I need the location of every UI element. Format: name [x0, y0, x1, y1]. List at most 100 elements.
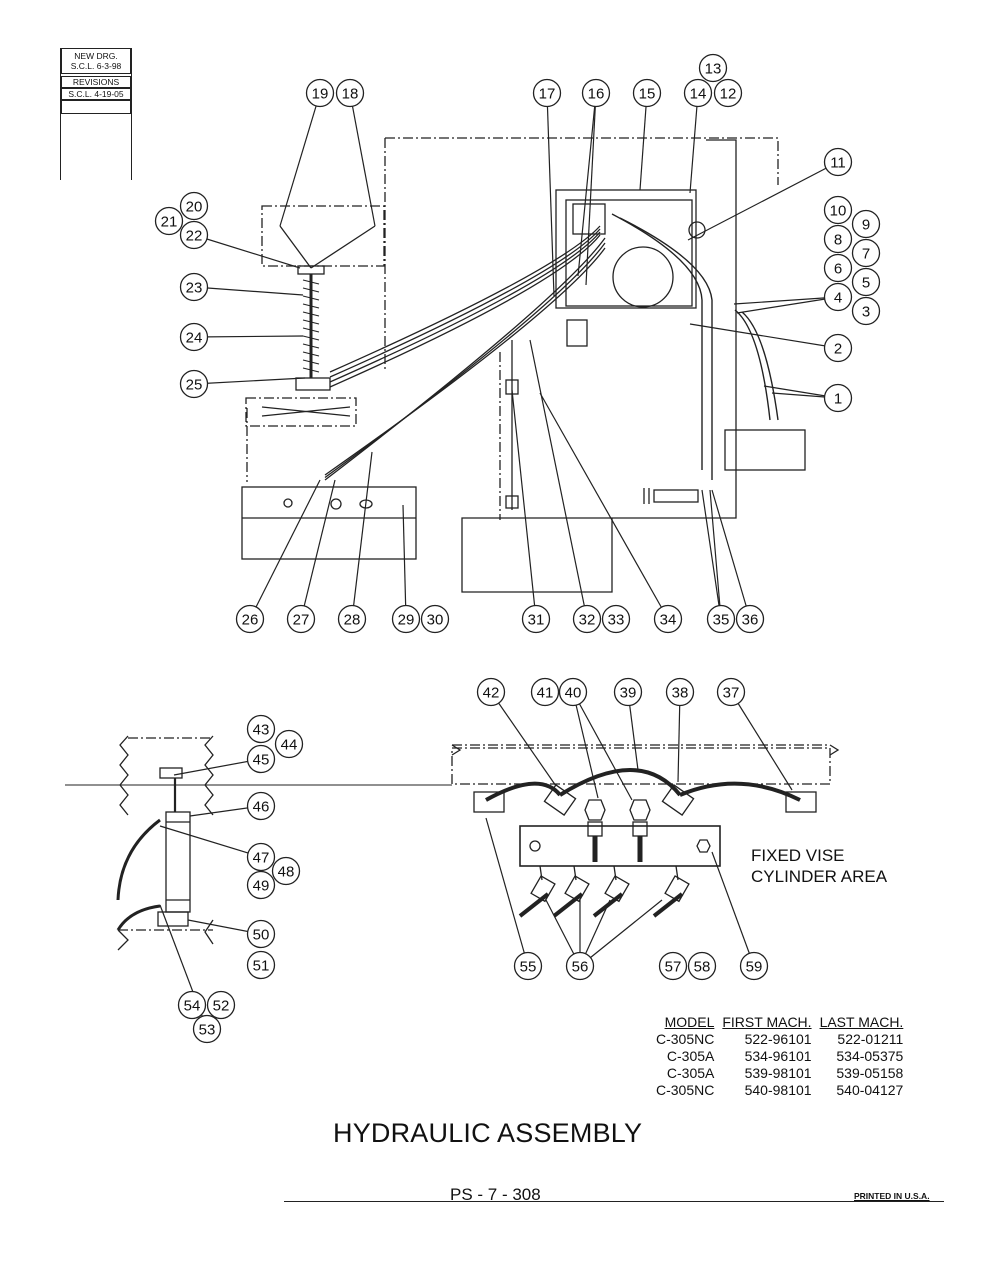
callout-label: 16 — [588, 86, 605, 103]
table-cell: 534-96101 — [744, 1048, 812, 1064]
leader-line — [529, 339, 588, 620]
table-row: C-305A 539-98101 539-05158 — [652, 1065, 907, 1082]
callout-bubble — [558, 677, 588, 707]
callout-label: 8 — [834, 232, 842, 249]
leader-line — [485, 817, 529, 967]
reservoir-cap — [688, 221, 706, 239]
gauge-valve — [653, 489, 699, 503]
leader-line — [490, 691, 557, 787]
hose-stub — [518, 892, 550, 918]
callout-label: 30 — [427, 612, 444, 629]
clevis-bracket — [159, 767, 183, 779]
leader-line — [572, 691, 599, 799]
elbow-fitting — [473, 791, 505, 813]
callout-bubble — [658, 951, 688, 981]
spring-coil — [302, 295, 320, 301]
swivel-fitting — [661, 784, 695, 816]
callout-bubble — [851, 296, 881, 326]
callout-bubble — [601, 604, 631, 634]
hose-stub — [552, 892, 584, 918]
callout-label: 15 — [639, 86, 656, 103]
callout-bubble — [565, 951, 595, 981]
bracket-link — [310, 225, 376, 269]
callout-label: 55 — [520, 959, 537, 976]
callout-bubble — [665, 677, 695, 707]
callout-bubble — [286, 604, 316, 634]
callout-label: 35 — [713, 612, 730, 629]
leader-line — [351, 451, 373, 620]
callout-bubble — [337, 604, 367, 634]
swivel-fitting — [664, 875, 690, 903]
supply-hose — [741, 311, 779, 421]
hydraulic-hose — [329, 225, 601, 373]
callout-bubble — [823, 224, 853, 254]
callout-label: 21 — [161, 214, 178, 231]
callout-label: 48 — [278, 864, 295, 881]
callout-label: 57 — [665, 959, 682, 976]
hydraulic-hose — [324, 237, 606, 481]
callout-bubble — [713, 78, 743, 108]
callout-label: 12 — [720, 86, 737, 103]
table-cell: 539-05158 — [836, 1065, 904, 1081]
leader-line — [579, 899, 663, 967]
callout-bubble — [179, 191, 209, 221]
callout-bubble — [851, 238, 881, 268]
callout-bubble — [335, 78, 365, 108]
table-row: C-305NC 522-96101 522-01211 — [652, 1031, 907, 1048]
leader-line — [701, 489, 722, 620]
drawing-title: HYDRAULIC ASSEMBLY — [333, 1118, 643, 1148]
callout-bubble — [521, 604, 551, 634]
callout-label: 20 — [186, 199, 203, 216]
spring-coil — [302, 359, 320, 365]
leader-line — [193, 335, 304, 338]
fitting-stem — [539, 865, 543, 881]
callout-bubble — [246, 744, 276, 774]
leader-line — [736, 296, 839, 314]
callout-label: 25 — [186, 377, 203, 394]
callout-label: 1 — [834, 391, 842, 408]
cylinder-foot — [157, 911, 189, 927]
callout-bubble — [177, 990, 207, 1020]
table-cell: C-305A — [666, 1048, 715, 1064]
callout-label: 46 — [253, 799, 270, 816]
callout-label: 9 — [862, 217, 870, 234]
break-line — [117, 919, 214, 951]
callout-label: 6 — [834, 261, 842, 278]
manifold-plug — [696, 839, 711, 853]
manifold-hose — [558, 768, 682, 797]
hydraulic-hose — [329, 234, 601, 388]
port-hole — [330, 498, 342, 510]
area-label-line1: FIXED VISE — [751, 846, 845, 865]
callout-label: 2 — [834, 341, 842, 358]
leader-line — [193, 234, 301, 269]
mount-link — [261, 406, 351, 417]
callout-bubble — [823, 195, 853, 225]
return-hose — [619, 217, 713, 480]
hydraulic-hose — [329, 231, 601, 383]
callout-bubble — [613, 677, 643, 707]
callout-label: 18 — [342, 86, 359, 103]
leader-line — [689, 92, 699, 194]
leader-line — [585, 92, 597, 286]
footer-rule — [284, 1201, 944, 1202]
callout-label: 22 — [186, 228, 203, 245]
callout-bubble — [246, 842, 276, 872]
callout-bubble — [206, 990, 236, 1020]
callout-label: 59 — [746, 959, 763, 976]
spring-coil — [302, 319, 320, 325]
callout-label: 50 — [253, 927, 270, 944]
machine-frame-outline — [461, 139, 737, 593]
callout-bubble — [246, 714, 276, 744]
callout-bubble — [823, 253, 853, 283]
spring-coil — [302, 303, 320, 309]
callout-bubble — [246, 870, 276, 900]
callout-label: 7 — [862, 246, 870, 263]
leader-line — [402, 504, 407, 620]
manifold-block — [519, 825, 721, 867]
callout-bubble — [235, 604, 265, 634]
revisions-empty-cell — [61, 100, 131, 114]
vise-cylinder — [165, 811, 191, 913]
supply-hose — [734, 309, 771, 421]
cylinder-block — [241, 486, 417, 560]
spring-coil — [302, 367, 320, 373]
